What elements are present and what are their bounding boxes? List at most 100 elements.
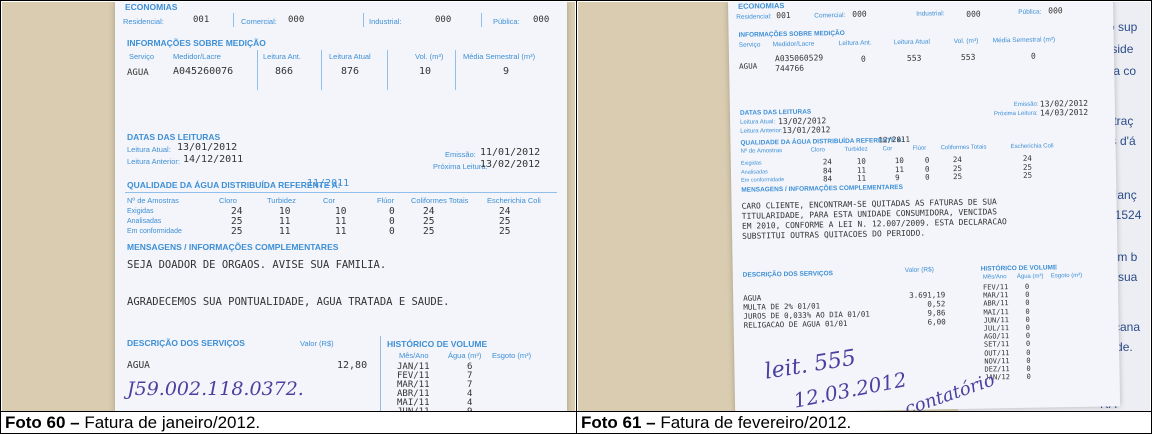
leitura-ant-value: 0 [860, 54, 866, 64]
comercial-label: Comercial: [241, 17, 277, 26]
caption-61-text: Fatura de fevereiro/2012. [655, 413, 852, 432]
message-line-1: SEJA DOADOR DE ORGAOS. AVISE SUA FAMILIA… [127, 259, 387, 271]
industrial-value: 000 [966, 9, 981, 19]
history-month: ABR/11 [397, 389, 430, 399]
leitura-atual-date-label: Leitura Atual: [740, 119, 776, 126]
descricao-title: DESCRIÇÃO DOS SERVIÇOS [127, 338, 245, 348]
bill-january: ECONOMIAS Residencial: 001 Comercial: 00… [115, 2, 567, 413]
quality-row-label: Em conformidade [741, 177, 785, 184]
quality-cell: 25 [231, 216, 243, 227]
history-volume: 0 [1025, 307, 1030, 316]
history-month: JUN/11 [983, 315, 1009, 325]
history-volume: 7 [467, 380, 473, 390]
quality-cell: 25 [953, 171, 963, 182]
quality-header: Flúor [377, 196, 395, 205]
history-volume: 0 [1025, 290, 1030, 300]
mes-label: Mês/Ano [982, 274, 1007, 281]
quality-cell: 11 [335, 226, 347, 237]
agua-label: Água (m³) [1016, 273, 1044, 281]
quality-cell: 25 [423, 226, 435, 237]
quality-header: Turbidez [267, 196, 296, 205]
history-volume: 0 [1024, 282, 1030, 291]
history-month: JAN/11 [397, 362, 430, 372]
quality-header: Turbidez [844, 146, 868, 153]
datas-title: DATAS DAS LEITURAS [127, 132, 221, 142]
medicao-title: INFORMAÇÕES SOBRE MEDIÇÃO [738, 29, 845, 39]
history-volume: 4 [467, 389, 473, 399]
history-volume: 0 [1025, 299, 1030, 308]
quality-header: Flúor [912, 145, 927, 152]
quality-cell: 24 [499, 206, 511, 217]
history-volume: 0 [1026, 372, 1031, 382]
quality-cell: 10 [335, 206, 347, 217]
leitura-atual-label: Leitura Atual [329, 52, 371, 61]
emissao-label: Emissão: [445, 150, 476, 159]
history-volume: 0 [1025, 323, 1031, 332]
media-value: 9 [503, 66, 510, 77]
quality-row-label: Exigidas [127, 208, 154, 215]
history-volume: 6 [467, 362, 473, 372]
residencial-value: 001 [776, 10, 791, 21]
caption-61-label: Foto 61 – [581, 413, 656, 432]
qualidade-ref: 11/2011 [307, 178, 350, 189]
descricao-title: DESCRIÇÃO DOS SERVIÇOS [742, 270, 834, 279]
quality-cell: 0 [925, 172, 930, 182]
comercial-value: 000 [288, 15, 305, 25]
leitura-atual-value: 876 [341, 66, 360, 77]
history-volume: 0 [1025, 331, 1031, 341]
publica-value: 000 [1048, 6, 1063, 16]
economias-title: ECONOMIAS [125, 2, 178, 12]
history-month: MAI/11 [397, 398, 430, 408]
history-volume: 0 [1025, 315, 1030, 324]
history-month: JUL/11 [983, 324, 1010, 333]
medicao-title: INFORMAÇÕES SOBRE MEDIÇÃO [127, 38, 266, 48]
vol-value: 553 [960, 52, 976, 62]
medidor-value-2: 744766 [775, 63, 805, 74]
emissao-value: 11/01/2012 [480, 147, 541, 158]
caption-60-label: Foto 60 – [5, 413, 80, 432]
publica-label: Pública: [493, 17, 520, 26]
history-volume: 0 [1025, 340, 1031, 349]
agua-label: Água (m³) [448, 351, 482, 360]
history-volume: 4 [467, 398, 473, 408]
history-volume: 0 [1026, 356, 1031, 365]
quality-header: Cloro [219, 196, 237, 205]
service-name: AGUA [743, 293, 762, 303]
history-month: SET/11 [983, 340, 1010, 349]
media-label: Média Semestral (m³) [992, 36, 1056, 45]
leitura-anterior-date: 14/12/2011 [183, 154, 244, 165]
service-value: 9,86 [927, 308, 946, 318]
history-volume: 9 [467, 407, 473, 413]
quality-cell: 10 [279, 206, 291, 217]
historico-title: HISTÓRICO DE VOLUME [980, 264, 1058, 273]
history-volume: 0 [1026, 348, 1031, 357]
residencial-value: 001 [193, 15, 210, 25]
quality-row-label: Analisadas [740, 168, 768, 176]
servico-value: AGUA [739, 61, 758, 71]
quality-cell: 24 [423, 206, 435, 217]
photo-cell-60: ECONOMIAS Residencial: 001 Comercial: 00… [0, 0, 577, 434]
message-line-2: AGRADECEMOS SUA PONTUALIDADE, AGUA TRATA… [127, 296, 450, 308]
media-value: 0 [1030, 51, 1036, 61]
mes-label: Mês/Ano [399, 351, 429, 360]
leitura-ant-label: Leitura Ant. [263, 52, 301, 61]
history-month: AGO/11 [983, 332, 1010, 341]
quality-cell: 11 [335, 216, 347, 227]
quality-cell: 0 [389, 216, 395, 227]
comercial-value: 000 [852, 9, 867, 19]
valor-label: Valor (R$) [904, 266, 934, 274]
leitura-ant-value: 866 [275, 66, 294, 77]
quality-cell: 25 [499, 226, 511, 237]
handwritten-number: J59.002.118.0372. [127, 378, 304, 400]
quality-cell: 25 [423, 216, 435, 227]
valor-label: Valor (R$) [300, 339, 334, 348]
historico-title: HISTÓRICO DE VOLUME [387, 339, 488, 349]
proxima-value: 14/03/2012 [1039, 107, 1089, 118]
caption-60: Foto 60 – Fatura de janeiro/2012. [1, 411, 576, 433]
leitura-anterior-label: Leitura Anterior: [127, 157, 180, 166]
datas-title: DATAS DAS LEITURAS [739, 108, 812, 117]
service-name: AGUA [127, 360, 150, 371]
service-name: RELIGACAO DE AGUA 01/01 [743, 318, 848, 330]
